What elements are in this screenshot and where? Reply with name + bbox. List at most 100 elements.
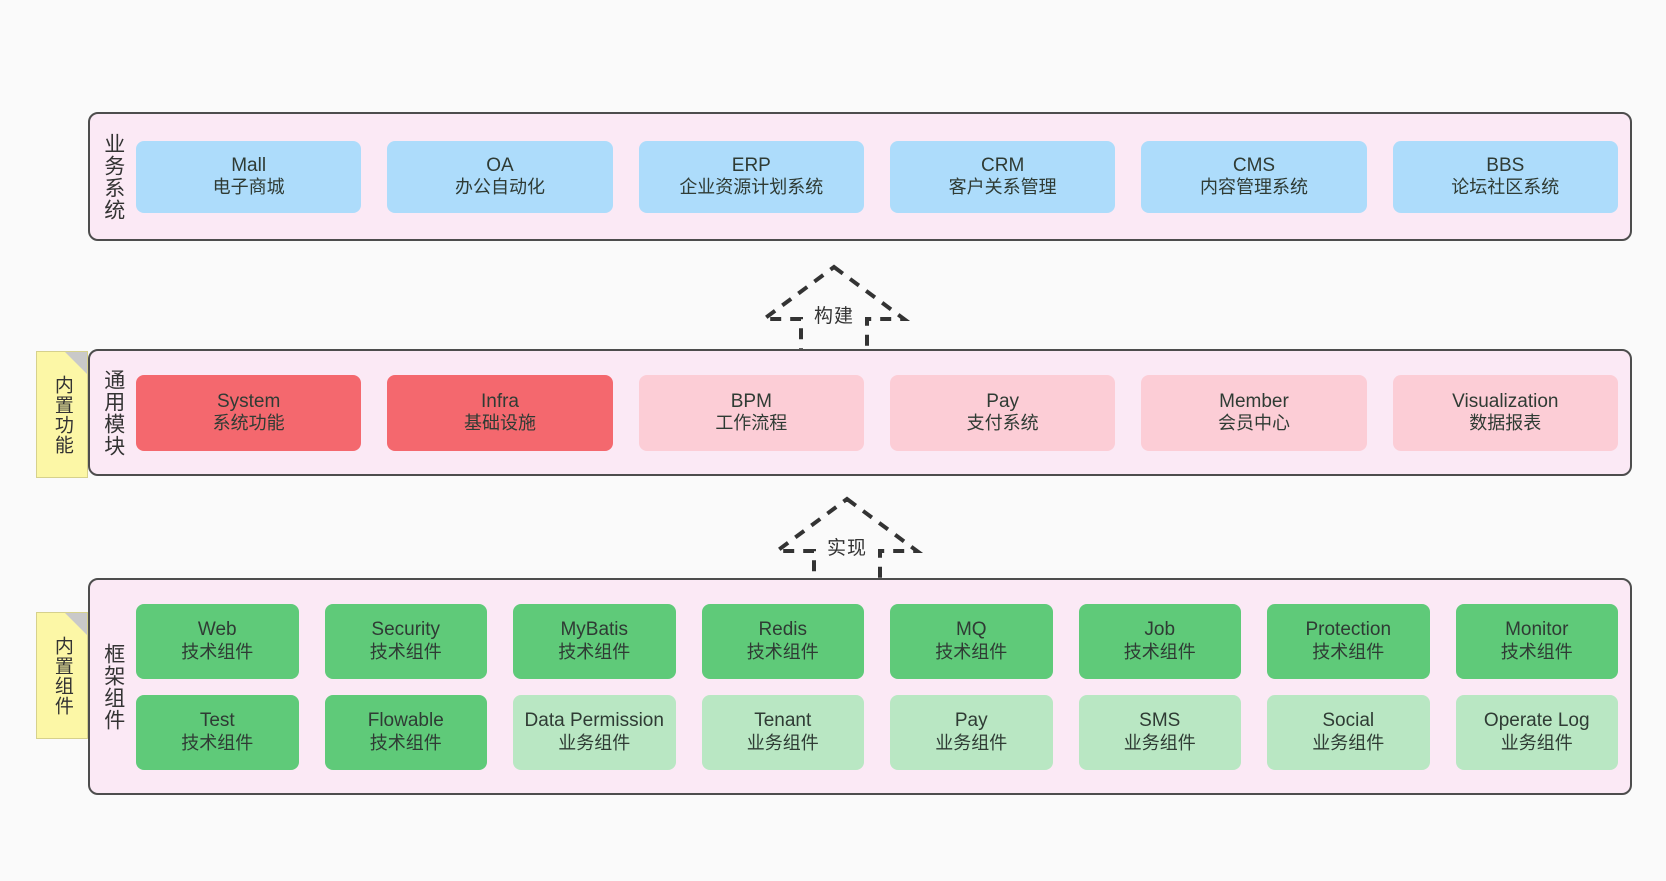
layer-title-business-system: 业务系统 [101,132,125,221]
card-subtitle: 会员中心 [1217,413,1290,434]
card-subtitle: 业务组件 [746,732,819,753]
card-subtitle: 技术组件 [935,641,1008,662]
card-protection[interactable]: Protection 技术组件 [1267,603,1430,679]
card-subtitle: 支付系统 [966,413,1039,434]
card-subtitle: 业务组件 [1312,732,1385,753]
card-subtitle: 技术组件 [369,641,442,662]
card-row: Web 技术组件 Security 技术组件 MyBatis 技术组件 Redi… [136,603,1618,679]
card-erp[interactable]: ERP 企业资源计划系统 [638,140,864,213]
card-title: Protection [1305,619,1392,641]
note-builtin-component: 内置组件 [36,612,88,739]
card-title: Test [199,710,235,732]
card-subtitle: 业务组件 [558,732,631,753]
arrow-implement: 实现 [770,495,924,588]
card-title: MyBatis [560,619,629,641]
note-label: 内置功能 [51,374,73,455]
card-title: Infra [480,390,519,412]
card-security[interactable]: Security 技术组件 [324,603,487,679]
card-title: SMS [1139,710,1181,732]
note-fold-corner-icon [65,613,87,635]
card-title: Redis [758,619,808,641]
card-title: BPM [730,390,772,412]
card-mybatis[interactable]: MyBatis 技术组件 [513,603,676,679]
card-monitor[interactable]: Monitor 技术组件 [1455,603,1618,679]
card-data-permission[interactable]: Data Permission 业务组件 [513,694,676,770]
card-redis[interactable]: Redis 技术组件 [701,603,864,679]
arrow-build-label: 构建 [813,306,854,327]
card-row: Mall 电子商城 OA 办公自动化 ERP 企业资源计划系统 CRM 客户关系… [136,140,1618,213]
card-bbs[interactable]: BBS 论坛社区系统 [1392,140,1618,213]
layer-business-system: 业务系统 Mall 电子商城 OA 办公自动化 ERP 企业资源计划系统 CRM… [88,112,1632,241]
card-pay-business[interactable]: Pay 业务组件 [890,694,1053,770]
card-infra[interactable]: Infra 基础设施 [387,374,613,451]
card-subtitle: 业务组件 [1500,732,1573,753]
card-cms[interactable]: CMS 内容管理系统 [1141,140,1367,213]
layer-body-framework-component: Web 技术组件 Security 技术组件 MyBatis 技术组件 Redi… [136,580,1630,793]
card-oa[interactable]: OA 办公自动化 [387,140,613,213]
card-subtitle: 技术组件 [1500,641,1573,662]
card-title: Social [1322,710,1375,732]
card-title: System [216,390,281,412]
note-builtin-function: 内置功能 [36,351,88,478]
card-job[interactable]: Job 技术组件 [1078,603,1241,679]
card-subtitle: 内容管理系统 [1199,177,1308,198]
card-title: Pay [986,390,1020,412]
layer-title-framework-component: 框架组件 [101,642,125,731]
card-bpm[interactable]: BPM 工作流程 [638,374,864,451]
card-title: Visualization [1452,390,1559,412]
card-title: Flowable [367,710,444,732]
card-mall[interactable]: Mall 电子商城 [136,140,362,213]
card-title: Web [197,619,237,641]
card-subtitle: 技术组件 [181,641,254,662]
card-social[interactable]: Social 业务组件 [1267,694,1430,770]
card-row: System 系统功能 Infra 基础设施 BPM 工作流程 Pay 支付系统… [136,374,1618,451]
card-title: OA [486,154,514,176]
card-operate-log[interactable]: Operate Log 业务组件 [1455,694,1618,770]
card-flowable[interactable]: Flowable 技术组件 [324,694,487,770]
card-subtitle: 业务组件 [1123,732,1196,753]
card-subtitle: 数据报表 [1469,413,1542,434]
card-subtitle: 工作流程 [715,413,788,434]
card-title: Operate Log [1483,710,1590,732]
card-subtitle: 系统功能 [212,413,285,434]
card-title: ERP [731,154,771,176]
card-sms[interactable]: SMS 业务组件 [1078,694,1241,770]
note-label: 内置组件 [51,635,73,716]
card-crm[interactable]: CRM 客户关系管理 [889,140,1116,213]
layer-framework-component: 框架组件 Web 技术组件 Security 技术组件 MyBatis 技术组件… [88,578,1632,795]
layer-body-business-system: Mall 电子商城 OA 办公自动化 ERP 企业资源计划系统 CRM 客户关系… [136,114,1630,239]
card-visualization[interactable]: Visualization 数据报表 [1392,374,1618,451]
card-subtitle: 企业资源计划系统 [679,177,824,198]
card-title: Mall [231,154,267,176]
note-fold-corner-icon [65,352,87,374]
card-title: Member [1219,390,1289,412]
card-tenant[interactable]: Tenant 业务组件 [701,694,864,770]
arrow-build: 构建 [757,263,911,356]
card-web[interactable]: Web 技术组件 [136,603,299,679]
card-title: CRM [981,154,1025,176]
card-subtitle: 办公自动化 [454,177,545,198]
arrow-implement-label: 实现 [826,538,867,559]
card-title: Security [371,619,441,641]
card-subtitle: 业务组件 [935,732,1008,753]
card-row: Test 技术组件 Flowable 技术组件 Data Permission … [136,694,1618,770]
card-pay[interactable]: Pay 支付系统 [889,374,1116,451]
card-subtitle: 论坛社区系统 [1451,177,1560,198]
card-title: CMS [1232,154,1276,176]
card-title: BBS [1486,154,1525,176]
card-title: Pay [954,710,988,732]
card-subtitle: 技术组件 [1123,641,1196,662]
card-title: Job [1144,619,1176,641]
card-mq[interactable]: MQ 技术组件 [890,603,1053,679]
card-title: Tenant [754,710,812,732]
card-system[interactable]: System 系统功能 [136,374,362,451]
layer-common-module: 通用模块 System 系统功能 Infra 基础设施 BPM 工作流程 Pay… [88,349,1632,476]
layer-body-common-module: System 系统功能 Infra 基础设施 BPM 工作流程 Pay 支付系统… [136,351,1630,474]
card-test[interactable]: Test 技术组件 [136,694,299,770]
card-subtitle: 客户关系管理 [948,177,1057,198]
card-member[interactable]: Member 会员中心 [1141,374,1367,451]
layer-title-common-module: 通用模块 [101,368,125,457]
card-subtitle: 技术组件 [1312,641,1385,662]
card-subtitle: 技术组件 [369,732,442,753]
card-subtitle: 技术组件 [558,641,631,662]
